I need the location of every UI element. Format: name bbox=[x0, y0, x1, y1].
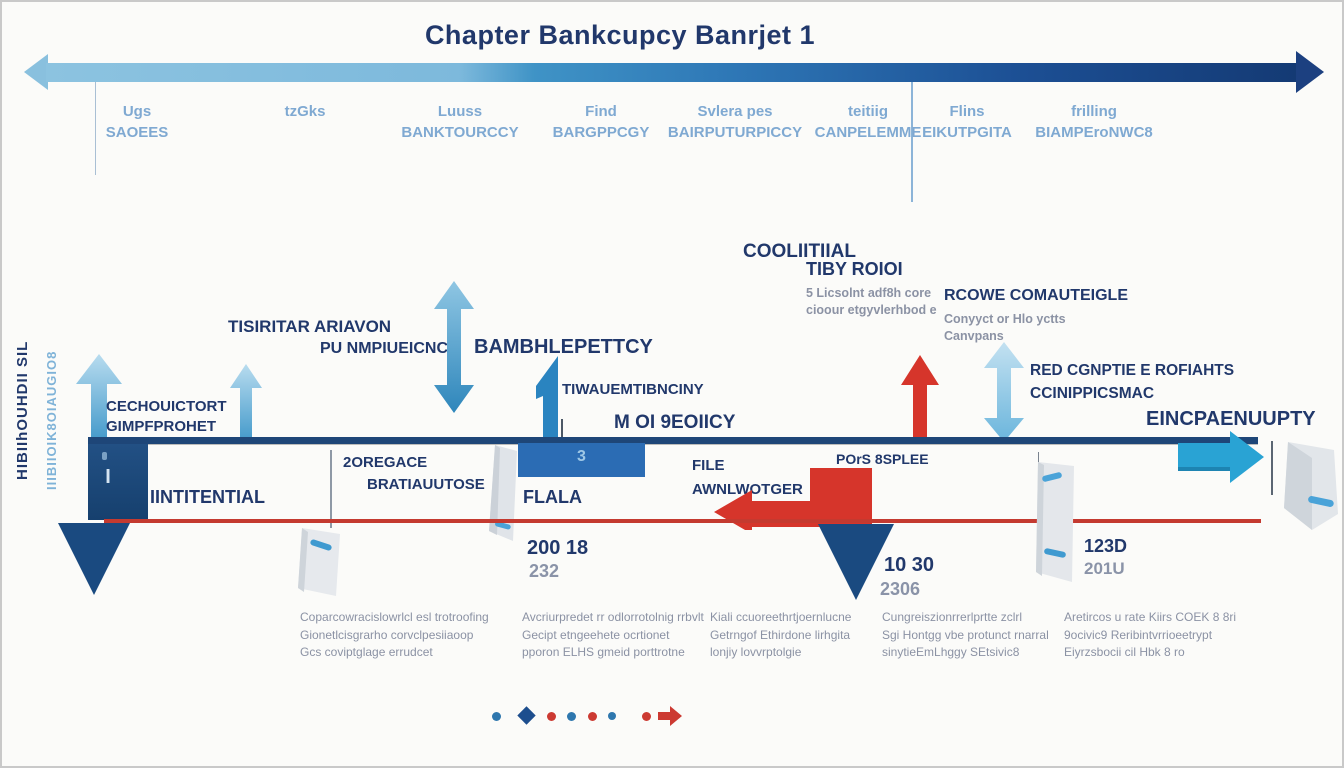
top-timeline-bar bbox=[46, 63, 1298, 82]
stage-label-3: Luuss BANKTOURCCY bbox=[401, 103, 519, 141]
main-timeline-bar bbox=[88, 437, 1258, 444]
start-box-label: I bbox=[105, 466, 111, 488]
tick-line bbox=[1271, 441, 1273, 495]
stage-label-8: frilling BIAMPEroNWC8 bbox=[1035, 103, 1153, 141]
caption-paragraph: Coparcowracislowrlcl esl trotroofing Gio… bbox=[300, 610, 489, 659]
down-triangle-icon bbox=[818, 524, 894, 600]
red-arrow-icon bbox=[658, 706, 682, 726]
tick-line bbox=[95, 82, 96, 175]
annotation-cechouictort: CECHOUICTORT GIMPFPROHET bbox=[106, 398, 227, 435]
step-box: 3 bbox=[518, 443, 645, 477]
up-arrow-icon bbox=[230, 364, 262, 444]
divider-line bbox=[911, 82, 913, 202]
milestone-year: 2306 bbox=[880, 579, 921, 599]
annotation-moi: M OI 9EOIICY bbox=[614, 412, 736, 433]
annotation-tisiritar: TISIRITAR ARIAVON bbox=[228, 317, 392, 336]
annotation-tiw: TIWAUEMTIBNCINY bbox=[562, 381, 704, 398]
stage-label-2: tzGks bbox=[284, 103, 326, 120]
red-baseline bbox=[104, 519, 1261, 523]
flag-one-icon bbox=[536, 356, 558, 440]
blue-dot-icon bbox=[608, 712, 616, 720]
annotation-red-rights-2: CCINIPPICSMAC bbox=[1030, 385, 1155, 402]
blue-dot-icon bbox=[567, 712, 576, 721]
box-mark bbox=[102, 452, 107, 460]
timeline-label-oregace: 2OREGACE bbox=[343, 454, 428, 471]
flag-icon bbox=[298, 528, 340, 596]
milestone-year: 232 bbox=[529, 561, 560, 581]
page-title: Chapter Bankcupcy Banrjet 1 bbox=[424, 20, 816, 50]
annotation-red-rights: RED CGNPTIE E ROFIAHTS bbox=[1030, 362, 1235, 379]
red-dot-icon bbox=[588, 712, 597, 721]
blue-dot-icon bbox=[492, 712, 501, 721]
timeline-label-flala: FLALA bbox=[523, 487, 582, 507]
annotation-rcowe-sub: Conyyct or Hlo yctts Canvpans bbox=[944, 312, 1066, 343]
tick-line bbox=[561, 419, 563, 441]
timeline-label-file: FILE AWNLWOTGER bbox=[692, 457, 803, 498]
double-arrow-icon bbox=[984, 342, 1024, 442]
stage-label-1: Ugs SAOEES bbox=[105, 103, 169, 141]
flag-icon bbox=[1036, 462, 1074, 582]
timeline-label-bratia: BRATIAUUTOSE bbox=[367, 476, 485, 493]
red-left-arrow-icon bbox=[714, 468, 872, 530]
arrow-right-icon bbox=[1296, 51, 1324, 93]
step-box-label: 3 bbox=[577, 448, 586, 465]
milestone-value: 123D bbox=[1084, 536, 1128, 556]
caption-paragraph: Avcriurpredet rr odlorrotolnig rrbvlt Ge… bbox=[522, 610, 704, 659]
caption-paragraph: Cungreiszionrrerlprtte zclrl Sgi Hontgg … bbox=[882, 610, 1049, 659]
timeline-label-pors: POrS 8SPLEE bbox=[836, 451, 929, 467]
divider-line bbox=[330, 450, 332, 528]
annotation-eincp: EINCPAENUUPTY bbox=[1146, 408, 1316, 430]
milestone-value: 10 30 bbox=[884, 554, 935, 576]
stage-label-6: teitiig CANPELEMME bbox=[814, 103, 922, 141]
caption-paragraph: Aretircos u rate Kiirs COEK 8 8ri 9ocivi… bbox=[1064, 610, 1237, 659]
annotation-rcowe: RCOWE COMAUTEIGLE bbox=[944, 287, 1128, 304]
down-triangle-icon bbox=[58, 523, 130, 595]
folded-page-icon bbox=[1284, 442, 1338, 530]
milestone-value: 200 18 bbox=[527, 537, 589, 559]
stage-label-7: Flins EIKUTPGITA bbox=[922, 103, 1012, 141]
cyan-right-arrow-icon bbox=[1178, 431, 1264, 483]
red-dot-icon bbox=[547, 712, 556, 721]
annotation-tiby: TIBY ROIOI bbox=[806, 259, 903, 279]
arrow-left-icon bbox=[24, 54, 48, 90]
stage-label-4: Find BARGPPCGY bbox=[552, 103, 650, 141]
annotation-bam: BAMBHLEPETTCY bbox=[474, 336, 653, 358]
annotation-tiby-sub: 5 Licsolnt adf8h core cioour etgyvlerhbo… bbox=[806, 286, 937, 317]
red-up-arrow-icon bbox=[901, 355, 939, 443]
navy-diamond-icon bbox=[517, 706, 536, 725]
annotation-cooliitiial: COOLIITIIAL bbox=[743, 241, 856, 262]
up-arrow-icon bbox=[76, 354, 122, 444]
stage-label-5: Svlera pes BAIRPUTURPICCY bbox=[667, 103, 803, 141]
milestone-start-box: I bbox=[88, 444, 148, 520]
caption-paragraph: Kiali ccuoreethrtjoernlucne Getrngof Eth… bbox=[710, 610, 852, 659]
red-dot-icon bbox=[642, 712, 651, 721]
annotation-pu: PU NMPIUEICNCI bbox=[320, 340, 453, 357]
ribbon-icon bbox=[489, 445, 517, 541]
milestone-year: 201U bbox=[1084, 559, 1125, 578]
double-arrow-icon bbox=[434, 281, 474, 413]
vertical-label-blue: IIIBIIOIK8OIAUGIO8 bbox=[44, 350, 59, 490]
vertical-label-navy: HIBIIhOUHDII SIL bbox=[14, 340, 31, 480]
timeline-label-iintitential: IINTITENTIAL bbox=[150, 487, 265, 507]
